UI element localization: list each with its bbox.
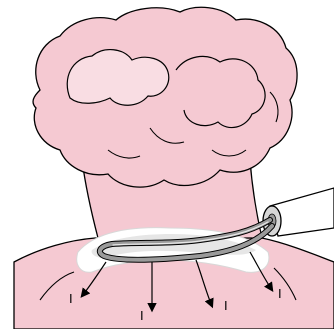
snare-sheath [263, 188, 334, 236]
current-label-4: I [278, 286, 282, 301]
current-label-3: I [224, 298, 228, 313]
current-label-2: I [140, 308, 144, 323]
current-label-1: I [69, 291, 73, 306]
